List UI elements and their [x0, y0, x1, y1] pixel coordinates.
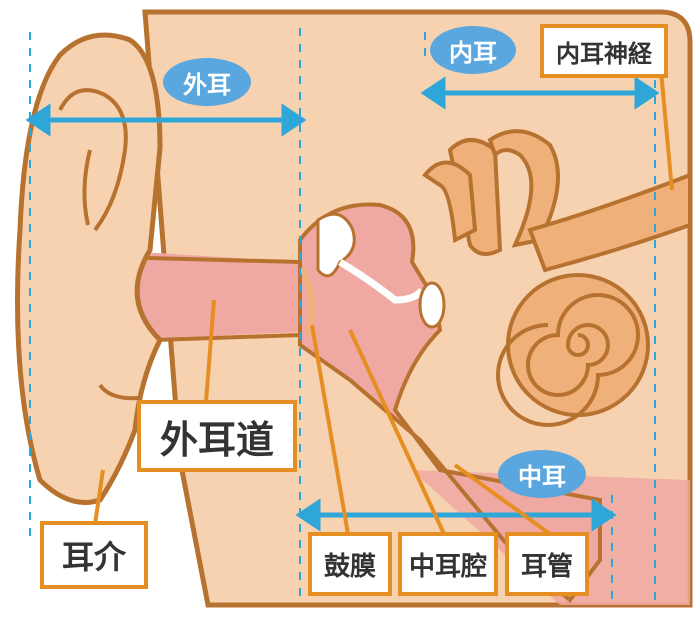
inner-ear-bubble: 内耳	[430, 26, 516, 74]
outer-ear-bubble: 外耳	[163, 58, 251, 106]
ossicles	[316, 212, 356, 278]
leader-lines	[93, 59, 674, 536]
eardrum-label: 鼓膜	[308, 532, 392, 596]
auricle-label: 耳介	[40, 521, 148, 589]
eardrum-shape	[299, 266, 315, 336]
canal-outer	[110, 250, 300, 340]
region-arrows	[25, 76, 660, 532]
inner-ear-nerve-shape	[527, 172, 692, 273]
middle-ear-bubble: 中耳	[498, 450, 586, 498]
tympanic-cavity-label: 中耳腔	[398, 532, 498, 596]
inner-ear-nerve-label: 内耳神経	[540, 24, 668, 78]
semicircular-canals	[422, 129, 560, 256]
ear-canal-label: 外耳道	[137, 400, 297, 472]
eustachian-tube-label: 耳管	[505, 532, 589, 596]
cochlea	[496, 273, 650, 427]
